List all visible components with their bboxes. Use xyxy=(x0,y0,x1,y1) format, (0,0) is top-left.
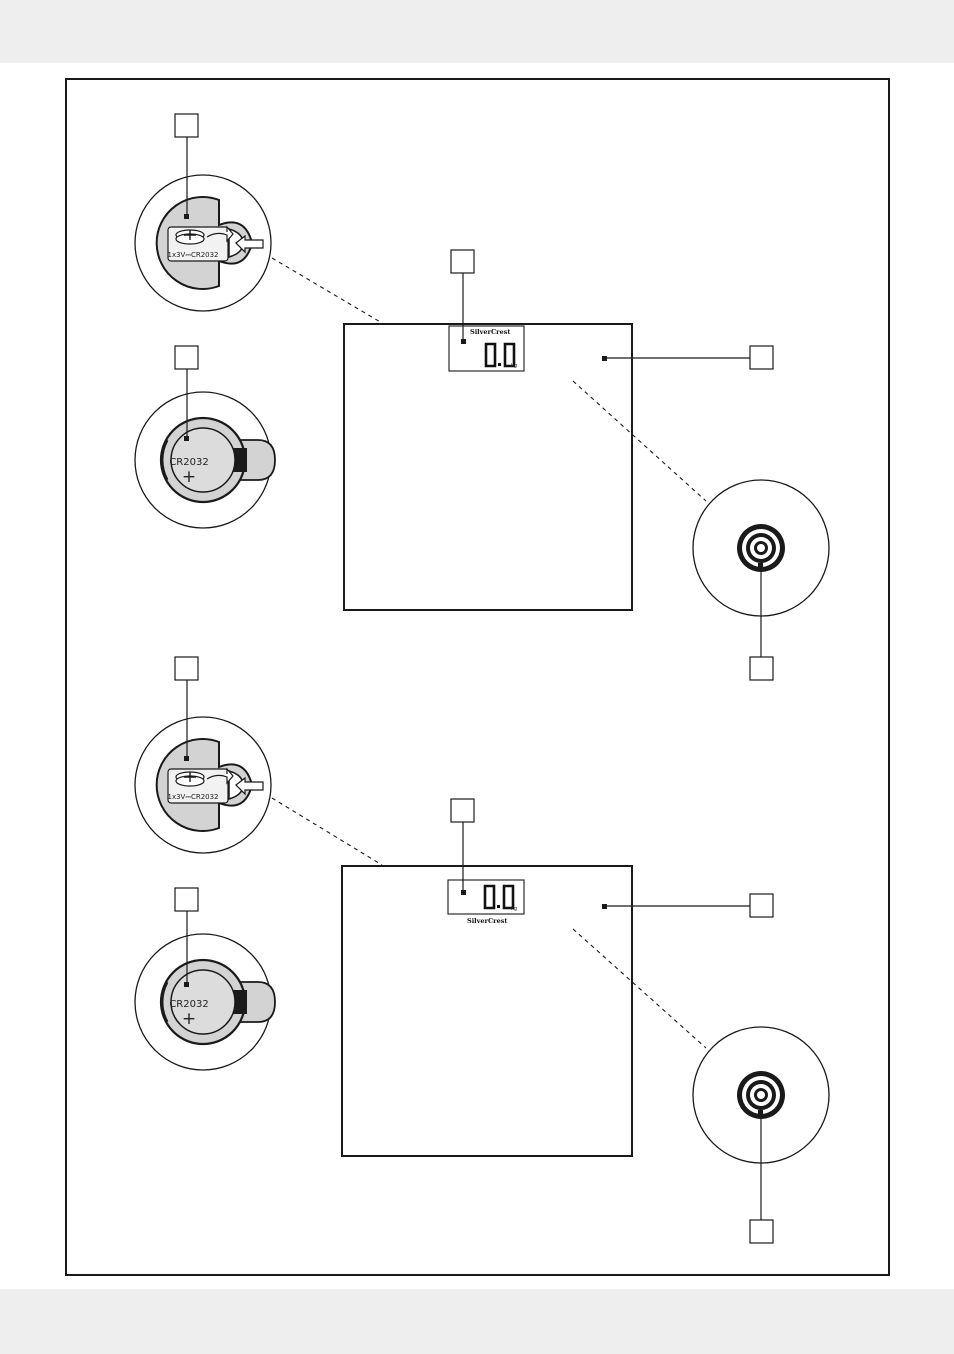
callout-box xyxy=(450,798,475,823)
callout-box xyxy=(174,656,199,681)
callout-box xyxy=(174,345,199,370)
callout-box xyxy=(749,656,774,681)
battery-plus-label: + xyxy=(182,467,196,487)
brand-logo: SilverCrest xyxy=(467,917,507,925)
lower-figure: 1x3V⎓CR2032 CR2032 + kg SilverCrest xyxy=(133,656,830,1244)
battery-inserted-detail-icon: CR2032 + xyxy=(133,932,277,1072)
battery-insert-detail-icon: 1x3V⎓CR2032 xyxy=(134,174,272,312)
brand-logo: SilverCrest xyxy=(470,328,510,336)
battery-model-label: CR2032 xyxy=(169,457,208,468)
figure-frame xyxy=(65,78,890,1276)
svg-text:1x3V⎓CR2032: 1x3V⎓CR2032 xyxy=(167,793,218,801)
callout-box xyxy=(749,1219,774,1244)
callout-box xyxy=(174,887,199,912)
top-margin-band xyxy=(0,0,954,63)
callout-box xyxy=(450,249,475,274)
battery-model-label: CR2032 xyxy=(169,999,208,1010)
bottom-margin-band xyxy=(0,1289,954,1354)
callout-box xyxy=(174,113,199,138)
lcd-unit: kg xyxy=(511,363,517,369)
battery-insert-detail-icon: 1x3V⎓CR2032 xyxy=(134,716,272,854)
callout-box xyxy=(749,893,774,918)
battery-inserted-detail-icon: CR2032 + xyxy=(133,390,277,530)
lcd-unit: kg xyxy=(511,906,517,912)
callout-box xyxy=(749,345,774,370)
svg-text:1x3V⎓CR2032: 1x3V⎓CR2032 xyxy=(167,251,218,259)
battery-plus-label: + xyxy=(182,1009,196,1029)
scale-platform xyxy=(343,323,633,611)
upper-figure: 1x3V⎓CR2032 CR2032 + SilverCrest kg xyxy=(133,113,830,681)
